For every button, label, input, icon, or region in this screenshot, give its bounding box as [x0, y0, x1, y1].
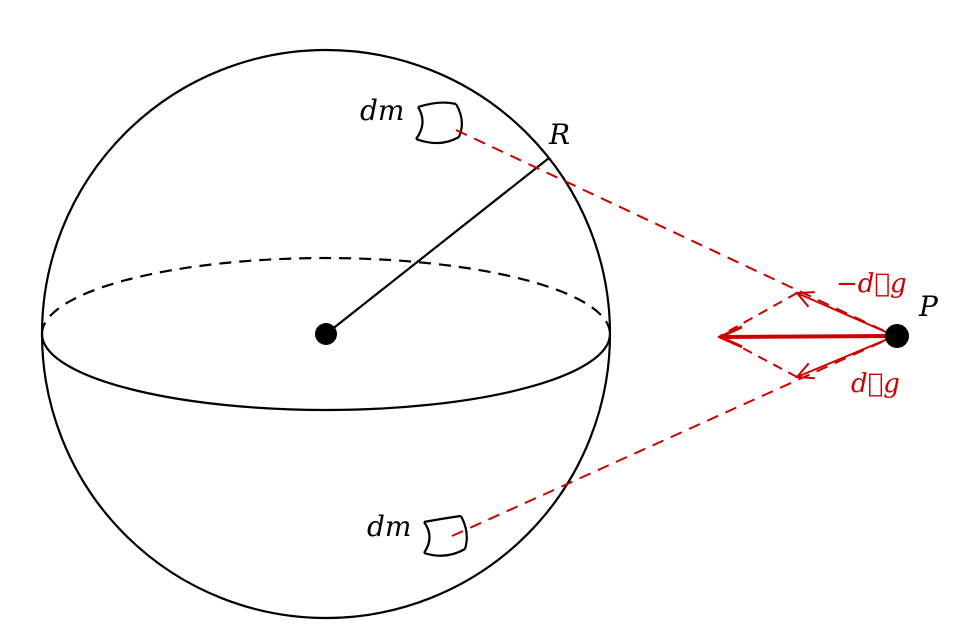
- radius-line: [325, 157, 550, 335]
- label-field-top: −d⃗g: [836, 269, 907, 299]
- label-dm-top: dm: [360, 94, 404, 127]
- parallelogram-dash-bottom: [719, 335, 798, 378]
- resultant-vector: [720, 336, 896, 337]
- center-dot: [315, 323, 337, 345]
- label-radius: R: [548, 118, 570, 151]
- mass-element-bottom: [423, 514, 468, 557]
- mass-element-top: [415, 101, 463, 145]
- equator-front: [40, 333, 612, 412]
- dashed-line-bottom: [451, 335, 896, 537]
- field-vector-top: [797, 293, 896, 337]
- field-vector-bottom: [797, 335, 896, 377]
- point-p-dot: [885, 324, 909, 348]
- parallelogram-dash-top: [719, 292, 798, 337]
- dashed-line-top: [455, 129, 896, 337]
- equator-back: [40, 256, 612, 335]
- label-dm-bottom: dm: [367, 510, 411, 543]
- label-point-p: P: [918, 290, 939, 323]
- label-field-bottom: d⃗g: [851, 369, 900, 399]
